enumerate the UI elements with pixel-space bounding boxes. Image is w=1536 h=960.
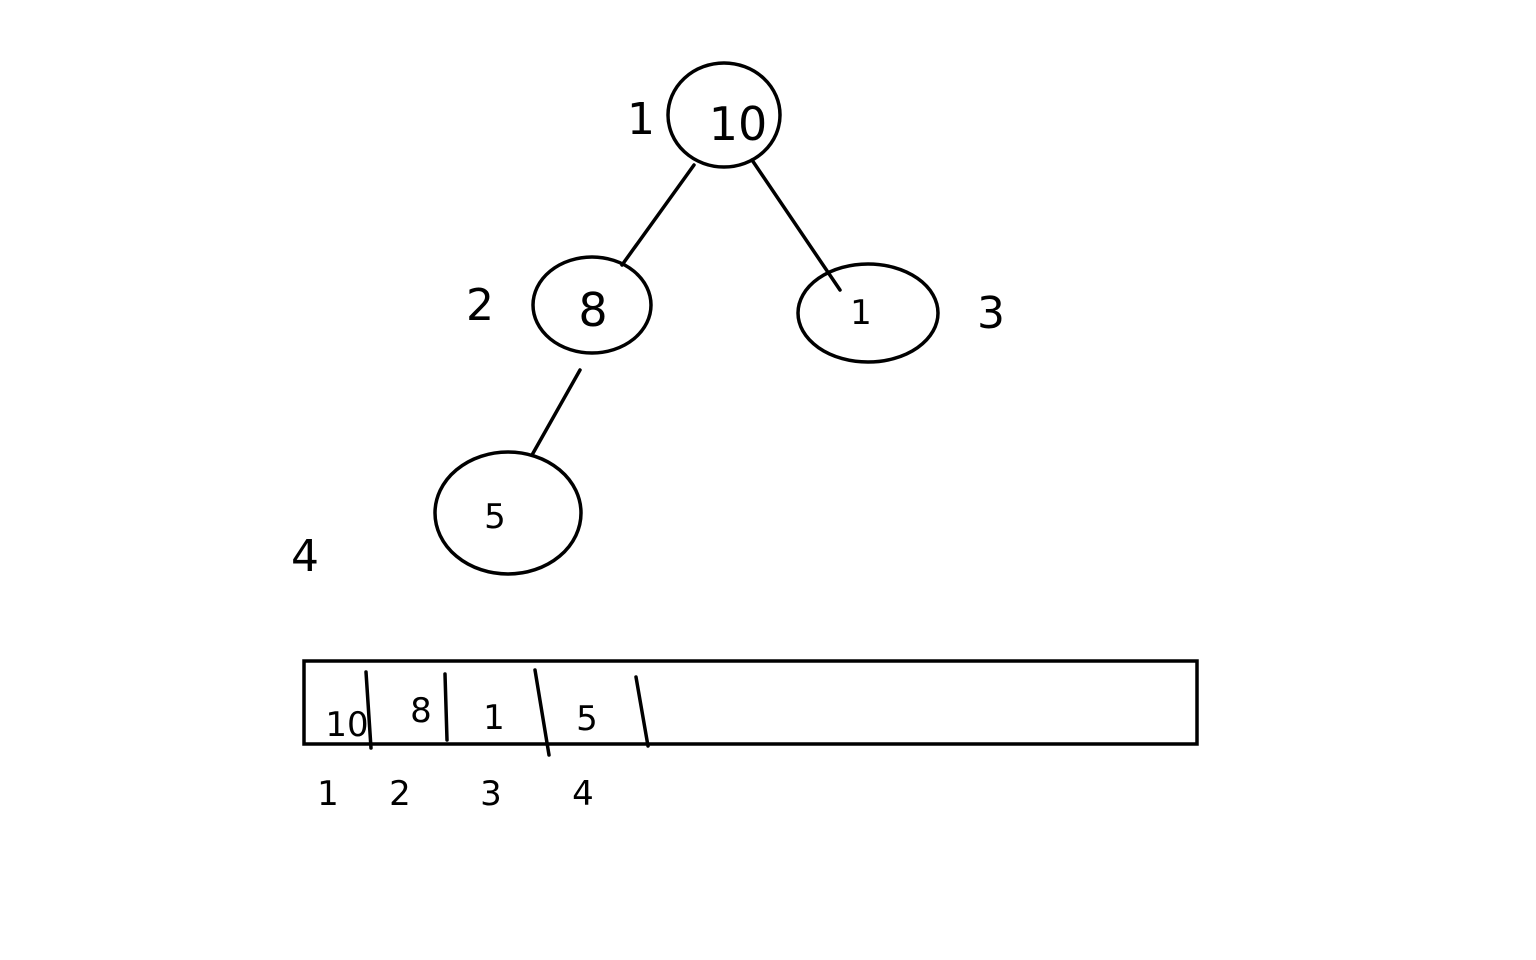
- tree-node-right: [796, 262, 940, 364]
- tree-node-leaf-value: 5: [484, 497, 506, 537]
- tree-index-labels: 1 2 3 4: [291, 94, 1005, 582]
- tree-node-leaf: [433, 450, 583, 576]
- tree-edges: [530, 158, 842, 457]
- array-cell-value-3: 1: [483, 698, 505, 738]
- tree-index-label-2: 2: [466, 280, 494, 331]
- tree-node-root: [666, 61, 782, 169]
- array-box: [302, 659, 1199, 746]
- array-index-label-1: 1: [317, 774, 339, 814]
- tree-index-label-4: 4: [291, 531, 319, 582]
- edge-root-left: [620, 163, 696, 267]
- edge-root-right: [750, 158, 842, 292]
- tree-node-right-value: 1: [850, 293, 872, 333]
- array-index-label-3: 3: [480, 774, 502, 814]
- array-divider-3: [533, 668, 551, 757]
- tree-node-root-value: 10: [709, 97, 768, 151]
- array-cell-value-4: 5: [576, 699, 598, 739]
- tree-index-label-3: 3: [977, 288, 1005, 339]
- array-divider-1: [364, 670, 373, 750]
- array-divider-2: [443, 672, 449, 742]
- array-index-label-4: 4: [572, 774, 594, 814]
- tree-node-left: [531, 255, 653, 355]
- array-representation: 10 8 1 5 1 2 3 4: [302, 659, 1199, 814]
- array-index-label-2: 2: [389, 774, 411, 814]
- tree-node-left-value: 8: [578, 283, 607, 337]
- edge-left-leftleaf: [530, 368, 582, 457]
- array-divider-4: [634, 675, 650, 748]
- tree-nodes: 10 8 1 5: [433, 61, 940, 576]
- array-cell-value-1: 10: [325, 705, 368, 745]
- tree-index-label-1: 1: [627, 94, 655, 145]
- array-cell-value-2: 8: [410, 691, 432, 731]
